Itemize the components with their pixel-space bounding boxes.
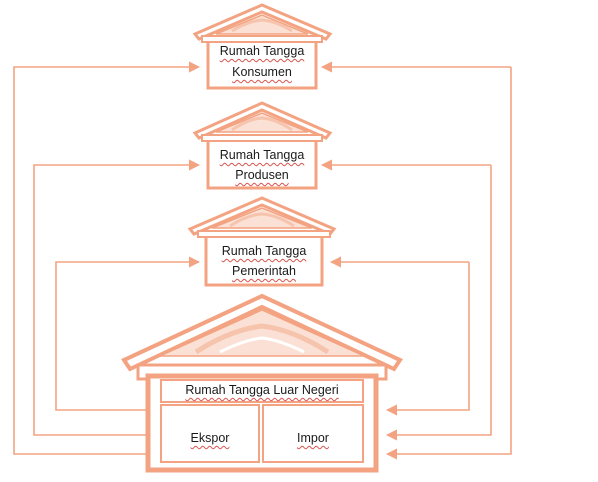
arrow-right-produsen: [385, 165, 492, 441]
impor-label: Impor: [297, 431, 329, 445]
konsumen-label-line1: Rumah Tangga: [219, 44, 305, 58]
house-luar-negeri: [121, 293, 403, 473]
house-pemerintah: [187, 196, 337, 287]
pemerintah-label-line1: Rumah Tangga: [221, 244, 307, 258]
arrow-right-konsumen: [385, 67, 512, 460]
ekspor-label: Ekspor: [190, 431, 230, 445]
arrow-left-konsumen: [13, 61, 201, 455]
konsumen-label-line2: Konsumen: [232, 65, 292, 79]
arrow-left-produsen: [33, 159, 201, 436]
arrow-right-pemerintah: [385, 262, 470, 416]
produsen-label-line2: Produsen: [235, 168, 289, 182]
luar-negeri-title: Rumah Tangga Luar Negeri: [185, 383, 339, 397]
house-konsumen: [192, 3, 333, 90]
house-produsen: [192, 101, 333, 190]
produsen-label-line1: Rumah Tangga: [219, 148, 305, 162]
arrow-left-pemerintah: [55, 256, 201, 411]
pemerintah-label-line2: Pemerintah: [232, 264, 296, 278]
